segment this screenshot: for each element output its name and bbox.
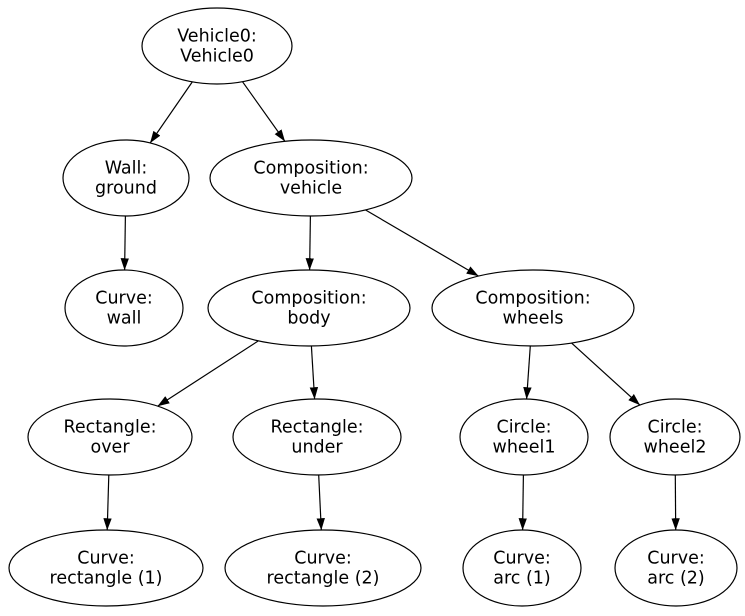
node-ellipse <box>207 269 411 347</box>
nodes-layer: Vehicle0:Vehicle0Wall:groundComposition:… <box>8 7 741 607</box>
graph-node-rectangle-under: Rectangle:under <box>232 398 402 476</box>
graph-node-composition-wheels: Composition:wheels <box>431 269 635 347</box>
graph-edge-vehicle0-to-wall-ground <box>149 81 193 144</box>
graph-edge-composition-wheels-to-circle-wheel2 <box>571 342 641 406</box>
graph-node-vehicle0: Vehicle0:Vehicle0 <box>141 7 293 85</box>
graph-node-circle-wheel2: Circle:wheel2 <box>609 398 741 476</box>
node-label: Composition:vehicle <box>253 159 368 199</box>
graph-node-curve-wall: Curve:wall <box>64 269 184 347</box>
graph-edge-composition-vehicle-to-composition-wheels <box>365 209 479 277</box>
graph-node-circle-wheel1: Circle:wheel1 <box>459 398 589 476</box>
graph-node-composition-body: Composition:body <box>207 269 411 347</box>
node-label: Curve:arc (2) <box>647 549 705 589</box>
node-ellipse <box>431 269 635 347</box>
node-ellipse <box>609 398 741 476</box>
node-label: Rectangle:over <box>63 418 156 458</box>
graph-edge-rectangle-under-to-curve-rectangle-2 <box>316 474 325 531</box>
node-ellipse <box>209 139 413 217</box>
node-label: Composition:body <box>251 289 366 329</box>
graph-edge-vehicle0-to-composition-vehicle <box>242 81 286 142</box>
node-label: Wall:ground <box>95 159 157 199</box>
node-ellipse <box>224 529 422 607</box>
graph-edge-circle-wheel1-to-curve-arc-1 <box>518 474 527 531</box>
node-ellipse <box>232 398 402 476</box>
node-ellipse <box>64 269 184 347</box>
node-ellipse <box>141 7 293 85</box>
graph-edge-wall-ground-to-curve-wall <box>120 215 129 271</box>
graph-edge-composition-wheels-to-circle-wheel1 <box>523 345 532 400</box>
graph-node-rectangle-over: Rectangle:over <box>27 398 193 476</box>
node-label: Circle:wheel1 <box>493 418 556 458</box>
node-ellipse <box>8 529 204 607</box>
node-ellipse <box>459 398 589 476</box>
edges-layer <box>103 81 680 531</box>
graph-node-wall-ground: Wall:ground <box>62 139 190 217</box>
graph-node-curve-rectangle-1: Curve:rectangle (1) <box>8 529 204 607</box>
node-ellipse <box>614 529 738 607</box>
node-label: Composition:wheels <box>475 289 590 329</box>
node-ellipse <box>27 398 193 476</box>
node-label: Curve:wall <box>95 289 153 329</box>
graph-edge-composition-body-to-rectangle-under <box>309 345 319 400</box>
graph-node-composition-vehicle: Composition:vehicle <box>209 139 413 217</box>
node-label: Curve:rectangle (2) <box>267 549 380 589</box>
graph-edge-composition-vehicle-to-composition-body <box>305 215 314 271</box>
node-ellipse <box>62 139 190 217</box>
node-label: Curve:arc (1) <box>493 549 551 589</box>
graph-node-curve-rectangle-2: Curve:rectangle (2) <box>224 529 422 607</box>
graph-edge-rectangle-over-to-curve-rectangle-1 <box>103 474 112 531</box>
graph-node-curve-arc-2: Curve:arc (2) <box>614 529 738 607</box>
node-label: Rectangle:under <box>270 418 363 458</box>
graph-node-curve-arc-1: Curve:arc (1) <box>462 529 582 607</box>
node-label: Circle:wheel2 <box>644 418 707 458</box>
node-label: Vehicle0:Vehicle0 <box>177 27 257 67</box>
node-label: Curve:rectangle (1) <box>50 549 163 589</box>
node-ellipse <box>462 529 582 607</box>
graph-edge-composition-body-to-rectangle-over <box>157 340 259 407</box>
